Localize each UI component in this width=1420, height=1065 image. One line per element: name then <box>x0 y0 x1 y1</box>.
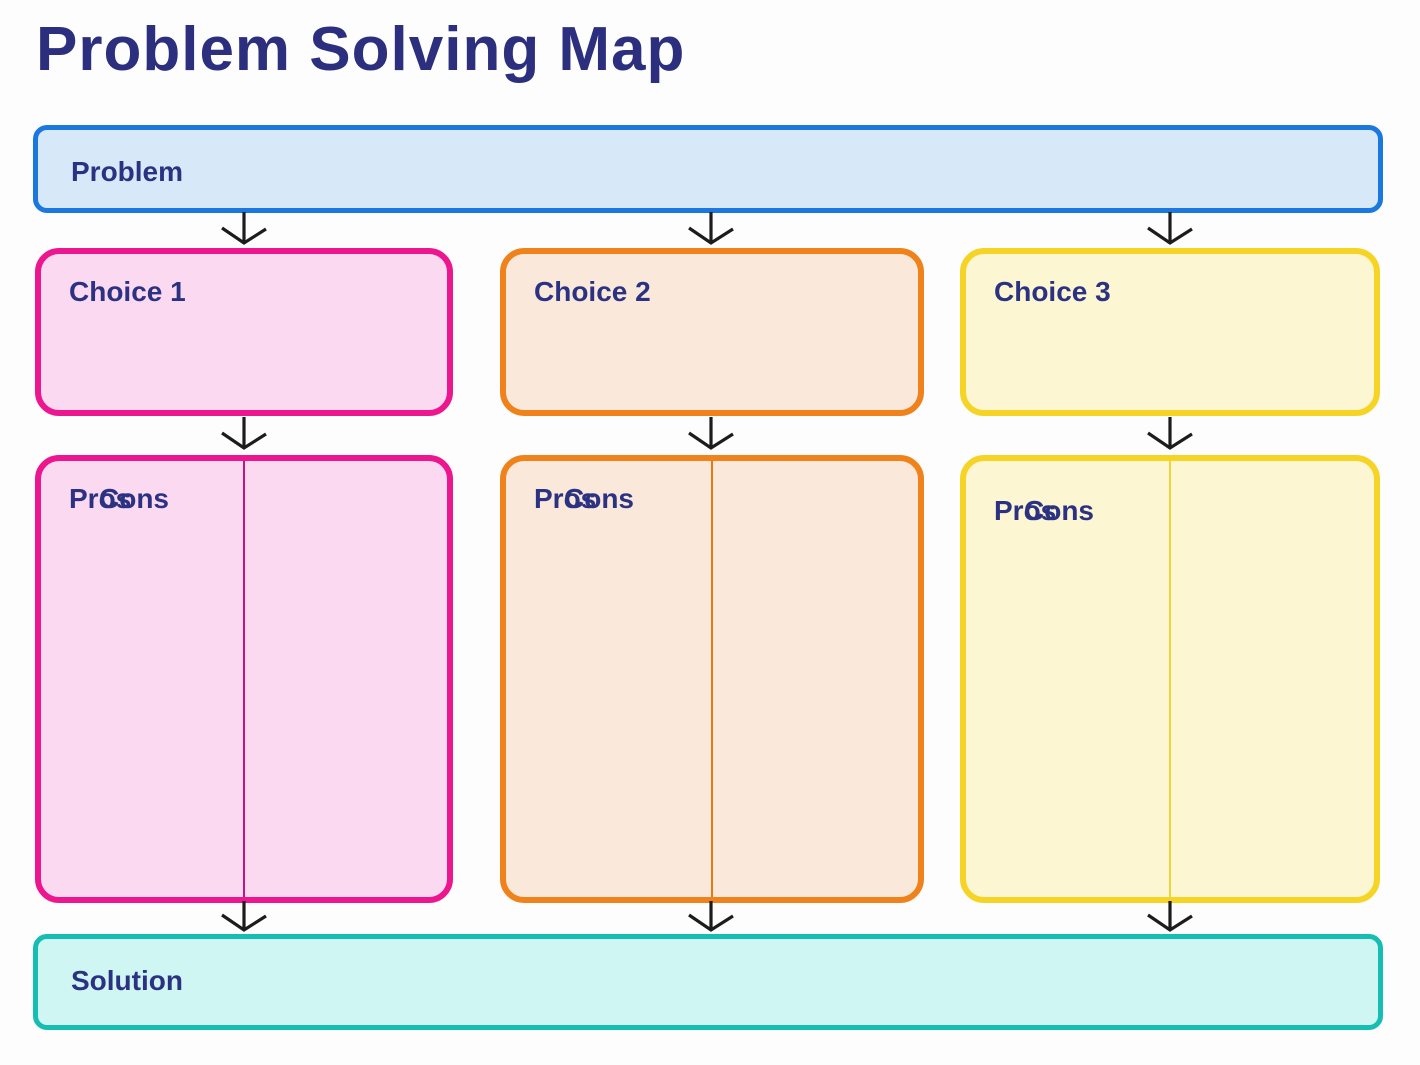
choice-1-box: Choice 1 <box>35 248 453 416</box>
arrow-down-icon <box>683 901 739 937</box>
choice-2-proscons-box: Pros Cons <box>500 455 924 903</box>
arrow-down-icon <box>1142 417 1198 453</box>
arrow-down-icon <box>1142 212 1198 248</box>
choice-2-cons-label: Cons <box>564 483 634 514</box>
page-title: Problem Solving Map <box>36 15 686 84</box>
choice-1-pros-label: Pros <box>69 483 132 514</box>
arrow-down-icon <box>216 417 272 453</box>
choice-2-box: Choice 2 <box>500 248 924 416</box>
pros-cons-divider <box>711 461 713 897</box>
choice-1-cons-label: Cons <box>99 483 169 514</box>
choice-1-proscons-box: Pros Cons <box>35 455 453 903</box>
choice-3-pros-label: Pros <box>994 495 1057 526</box>
arrow-down-icon <box>683 212 739 248</box>
choice-1-label: Choice 1 <box>69 276 186 307</box>
choice-2-pros-label: Pros <box>534 483 597 514</box>
pros-cons-divider <box>1169 461 1171 897</box>
choice-2-label: Choice 2 <box>534 276 651 307</box>
arrow-down-icon <box>683 417 739 453</box>
choice-3-label: Choice 3 <box>994 276 1111 307</box>
problem-box: Problem <box>33 125 1383 213</box>
choice-3-cons-label: Cons <box>1024 495 1094 526</box>
choice-3-proscons-box: Pros Cons <box>960 455 1380 903</box>
pros-cons-divider <box>243 461 245 897</box>
solution-box: Solution <box>33 934 1383 1030</box>
choice-3-box: Choice 3 <box>960 248 1380 416</box>
arrow-down-icon <box>216 901 272 937</box>
solution-label: Solution <box>71 965 183 996</box>
arrow-down-icon <box>1142 901 1198 937</box>
problem-label: Problem <box>71 156 184 187</box>
arrow-down-icon <box>216 212 272 248</box>
